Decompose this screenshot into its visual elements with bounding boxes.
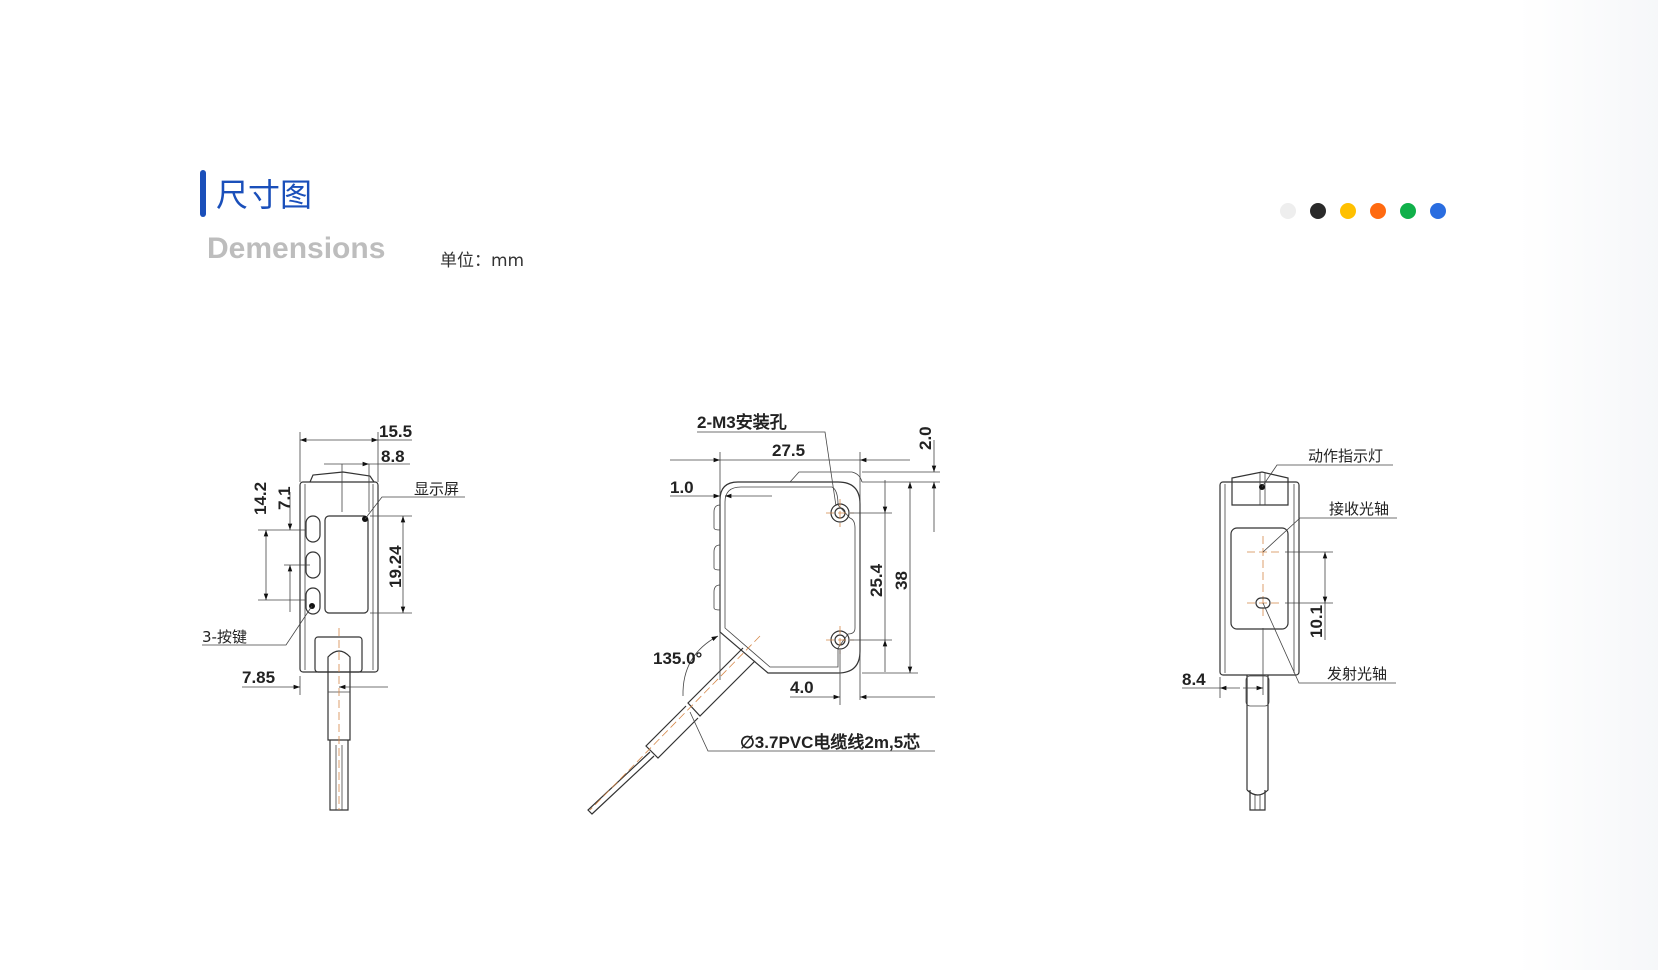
dim-hole-pitch-25-4: 25.4	[867, 563, 886, 597]
side-view-drawing: 27.5 2-M3安装孔 1.0 2.0 25.4 38 4.0 135.0° …	[587, 412, 940, 815]
color-swatch-black[interactable]	[1310, 203, 1326, 219]
dim-axis-pitch-10-1: 10.1	[1307, 605, 1326, 638]
dim-wall-1-0: 1.0	[670, 478, 694, 497]
emitter-axis-label: 发射光轴	[1327, 665, 1387, 683]
display-label: 显示屏	[414, 480, 459, 498]
unit-label: 单位：mm	[440, 251, 525, 271]
page-edge-shadow	[1518, 0, 1658, 970]
cable-spec-label: ∅3.7PVC电缆线2m,5芯	[740, 732, 920, 752]
color-swatch-white[interactable]	[1280, 203, 1296, 219]
dim-button-pitch-7-1: 7.1	[275, 486, 294, 510]
dim-display-width-8-8: 8.8	[381, 447, 405, 466]
dim-top-offset-2-0: 2.0	[916, 426, 935, 450]
dim-display-height-19-24: 19.24	[386, 545, 405, 588]
dim-width-15-5: 15.5	[379, 422, 412, 441]
back-view-drawing: 动作指示灯 接收光轴 发射光轴 10.1 8.4	[1182, 447, 1397, 811]
indicator-led-label: 动作指示灯	[1308, 447, 1383, 465]
color-swatch-yellow[interactable]	[1340, 203, 1356, 219]
color-swatch-orange[interactable]	[1370, 203, 1386, 219]
color-swatch-green[interactable]	[1400, 203, 1416, 219]
receiver-axis-label: 接收光轴	[1329, 500, 1389, 518]
page-subtitle: Demensions	[207, 232, 386, 265]
color-swatch-blue[interactable]	[1430, 203, 1446, 219]
dim-width-27-5: 27.5	[772, 441, 805, 460]
dim-cable-offset-8-4: 8.4	[1182, 670, 1206, 689]
color-options	[1280, 203, 1446, 219]
page-title: 尺寸图	[216, 176, 313, 214]
dim-cable-angle: 135.0°	[653, 649, 703, 668]
front-view-drawing: 15.5 8.8 14.2 7.1 19.24 显示屏 3-按键 7.85	[202, 422, 465, 811]
mount-holes-label: 2-M3安装孔	[697, 412, 787, 432]
dim-cable-offset-7-85: 7.85	[242, 668, 275, 687]
dim-height-38: 38	[892, 571, 911, 590]
dim-hole-offset-4-0: 4.0	[790, 678, 814, 697]
buttons-label: 3-按键	[202, 628, 247, 646]
dim-buttons-span-14-2: 14.2	[251, 482, 270, 515]
title-accent-bar	[200, 170, 206, 217]
